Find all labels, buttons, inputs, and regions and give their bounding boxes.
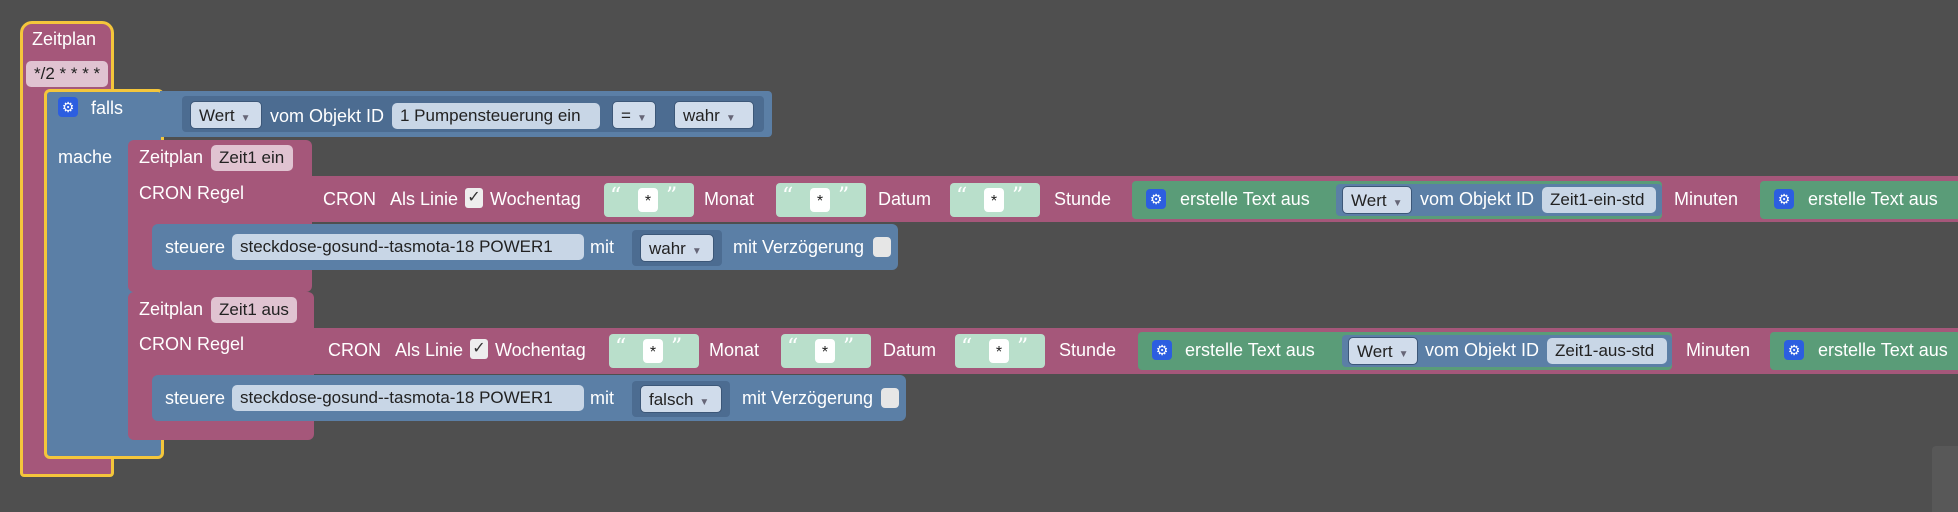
datum-1-label: Datum <box>878 189 932 209</box>
object-id-2-field[interactable]: Zeit1-aus-std <box>1547 338 1667 364</box>
cron-regel-2-label: CRON Regel <box>139 334 245 354</box>
zeitplan-1-title: Zeitplan <box>139 147 204 167</box>
open-quote-icon: “ <box>782 184 794 209</box>
open-quote-icon: “ <box>956 184 968 209</box>
zeitplan-cron-field[interactable]: */2 * * * * <box>26 61 108 87</box>
erstelle-text-1-label: erstelle Text aus <box>1180 189 1310 209</box>
mit-2-label: mit <box>590 388 614 408</box>
datum-2-value[interactable]: * <box>989 339 1009 363</box>
cron-1-label: CRON <box>323 189 376 209</box>
erstelle-text-1-gear-icon[interactable]: ⚙ <box>1146 189 1166 209</box>
close-quote-icon: ” <box>666 184 678 209</box>
open-quote-icon: “ <box>961 335 973 360</box>
zeitplan-hat-title: Zeitplan <box>32 29 97 49</box>
vom-objekt-2-label: vom Objekt ID <box>1425 340 1540 360</box>
mache-label: mache <box>58 147 113 167</box>
steuere-1-label: steuere <box>165 237 226 257</box>
monat-1-value[interactable]: * <box>810 188 830 212</box>
monat-2-value[interactable]: * <box>815 339 835 363</box>
trash-icon[interactable] <box>1932 446 1958 512</box>
als-linie-2-label: Als Linie <box>395 340 464 360</box>
wochentag-1-value[interactable]: * <box>638 188 658 212</box>
als-linie-1-label: Als Linie <box>390 189 459 209</box>
falls-gear-icon[interactable]: ⚙ <box>58 97 78 117</box>
delay-2-checkbox[interactable] <box>881 388 899 408</box>
object-id-field[interactable]: 1 Pumpensteuerung ein <box>392 103 600 129</box>
wochentag-2-label: Wochentag <box>495 340 586 360</box>
device-1-field[interactable]: steckdose-gosund--tasmota-18 POWER1 <box>232 234 584 260</box>
open-quote-icon: “ <box>610 184 622 209</box>
zeitplan-1-name-field[interactable]: Zeit1 ein <box>211 145 293 171</box>
device-2-field[interactable]: steckdose-gosund--tasmota-18 POWER1 <box>232 385 584 411</box>
zeitplan-2-title: Zeitplan <box>139 299 204 319</box>
wert-2-dropdown[interactable]: Wert▼ <box>1348 337 1418 365</box>
delay-1-label: mit Verzögerung <box>733 237 865 257</box>
chevron-down-icon: ▼ <box>725 113 736 124</box>
mit-1-label: mit <box>590 237 614 257</box>
open-quote-icon: “ <box>615 335 627 360</box>
erstelle-text-2b-label: erstelle Text aus <box>1818 340 1948 360</box>
zeitplan-2-name-field[interactable]: Zeit1 aus <box>211 297 297 323</box>
close-quote-icon: ” <box>1017 335 1029 360</box>
steuere-2-label: steuere <box>165 388 226 408</box>
delay-1-checkbox[interactable] <box>873 237 891 257</box>
object-id-1-field[interactable]: Zeit1-ein-std <box>1542 187 1656 213</box>
minuten-2-label: Minuten <box>1686 340 1751 360</box>
wochentag-2-value[interactable]: * <box>643 339 663 363</box>
value-1-dropdown[interactable]: wahr▼ <box>640 234 714 262</box>
cron-2-label: CRON <box>328 340 381 360</box>
close-quote-icon: ” <box>843 335 855 360</box>
bool-dropdown[interactable]: wahr▼ <box>674 101 754 129</box>
datum-1-value[interactable]: * <box>984 188 1004 212</box>
als-linie-1-checkbox[interactable]: ✓ <box>465 188 483 208</box>
cron-regel-row-2 <box>306 328 1958 374</box>
wert-dropdown[interactable]: Wert▼ <box>190 101 262 129</box>
erstelle-text-1b-label: erstelle Text aus <box>1808 189 1938 209</box>
vom-objekt-1-label: vom Objekt ID <box>1420 189 1535 209</box>
close-quote-icon: ” <box>838 184 850 209</box>
chevron-down-icon: ▼ <box>636 113 647 124</box>
chevron-down-icon: ▼ <box>691 246 702 257</box>
vom-objekt-label: vom Objekt ID <box>270 106 385 126</box>
datum-2-label: Datum <box>883 340 937 360</box>
cron-regel-row-1 <box>300 176 1958 222</box>
stunde-1-label: Stunde <box>1054 189 1112 209</box>
chevron-down-icon: ▼ <box>1398 349 1409 360</box>
falls-label: falls <box>91 98 124 118</box>
erstelle-text-2b-gear-icon[interactable]: ⚙ <box>1784 340 1804 360</box>
erstelle-text-2-gear-icon[interactable]: ⚙ <box>1152 340 1172 360</box>
monat-1-label: Monat <box>704 189 755 209</box>
chevron-down-icon: ▼ <box>240 113 251 124</box>
stunde-2-label: Stunde <box>1059 340 1117 360</box>
cron-regel-1-label: CRON Regel <box>139 183 245 203</box>
als-linie-2-checkbox[interactable]: ✓ <box>470 339 488 359</box>
erstelle-text-2-label: erstelle Text aus <box>1185 340 1315 360</box>
chevron-down-icon: ▼ <box>699 397 710 408</box>
wochentag-1-label: Wochentag <box>490 189 581 209</box>
minuten-1-label: Minuten <box>1674 189 1739 209</box>
value-2-dropdown[interactable]: falsch▼ <box>640 385 722 413</box>
operator-dropdown[interactable]: =▼ <box>612 101 656 129</box>
wert-1-dropdown[interactable]: Wert▼ <box>1342 186 1412 214</box>
monat-2-label: Monat <box>709 340 760 360</box>
close-quote-icon: ” <box>671 335 683 360</box>
close-quote-icon: ” <box>1012 184 1024 209</box>
delay-2-label: mit Verzögerung <box>742 388 874 408</box>
chevron-down-icon: ▼ <box>1392 198 1403 209</box>
open-quote-icon: “ <box>787 335 799 360</box>
erstelle-text-1b-gear-icon[interactable]: ⚙ <box>1774 189 1794 209</box>
